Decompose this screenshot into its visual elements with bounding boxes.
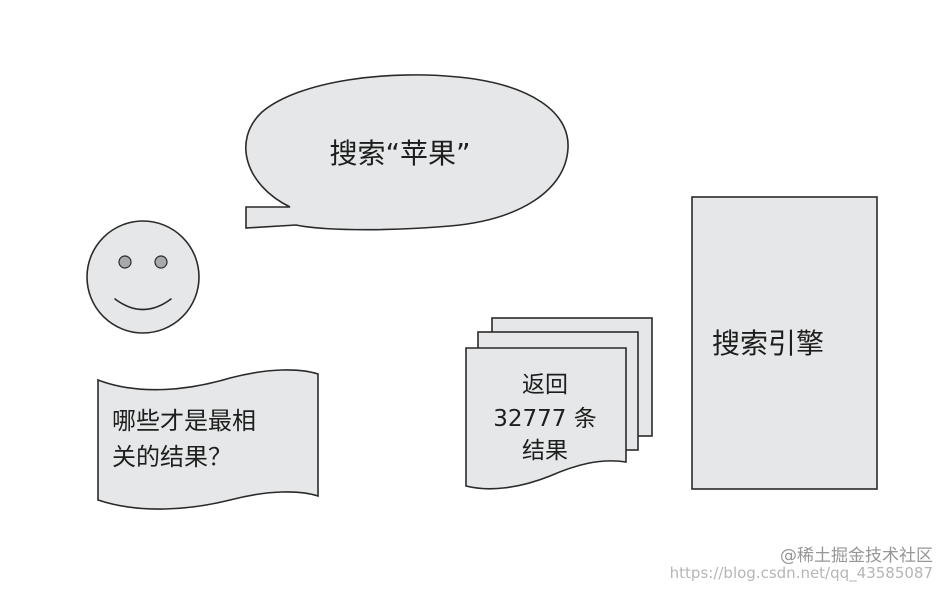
- left-eye: [118, 255, 132, 269]
- results-line-2: 32777 条: [493, 406, 596, 432]
- speech-bubble-shape: [245, 74, 569, 231]
- speech-bubble: 搜索“苹果”: [245, 74, 569, 231]
- smiley-face-icon: [86, 220, 200, 334]
- speech-bubble-text: 搜索“苹果”: [329, 137, 470, 170]
- face-outline: [86, 220, 200, 334]
- watermark: @稀土掘金技术社区 https://blog.csdn.net/qq_43585…: [669, 546, 933, 582]
- results-line-1: 返回: [522, 372, 568, 398]
- search-engine-box: [691, 196, 878, 490]
- question-document: 哪些才是最相 关的结果？: [97, 369, 319, 510]
- results-line-3: 结果: [522, 438, 568, 464]
- results-stack: 返回 32777 条 结果: [465, 317, 653, 490]
- search-engine-label: 搜索引擎: [712, 327, 824, 360]
- watermark-url: https://blog.csdn.net/qq_43585087: [669, 564, 933, 582]
- smile-mouth: [114, 298, 172, 311]
- right-eye: [154, 255, 168, 269]
- results-page-front: [465, 347, 627, 490]
- watermark-brand: @稀土掘金技术社区: [780, 546, 933, 566]
- question-document-shape: [97, 369, 319, 510]
- search-engine: 搜索引擎: [691, 196, 878, 490]
- question-line-1: 哪些才是最相: [112, 407, 256, 435]
- question-line-2: 关的结果？: [112, 443, 232, 471]
